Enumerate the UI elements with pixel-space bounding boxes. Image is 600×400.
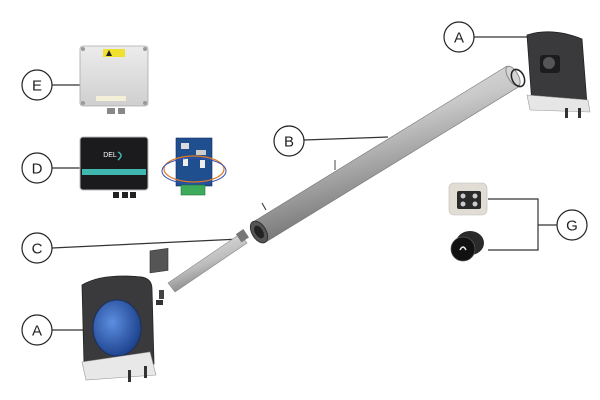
callout-a-top: A xyxy=(443,21,475,53)
warning-icon xyxy=(106,50,112,56)
callout-label: B xyxy=(284,134,294,151)
callout-c: C xyxy=(21,232,53,264)
o-ring xyxy=(510,68,526,88)
junction-box xyxy=(79,45,149,114)
leader-lines xyxy=(51,36,557,331)
leader-c xyxy=(51,238,241,249)
callout-g: G xyxy=(556,209,588,241)
blue-cap xyxy=(92,299,142,357)
callout-label: E xyxy=(32,78,42,95)
callout-label: D xyxy=(32,161,43,178)
leader-g-bracket xyxy=(488,198,539,251)
terminal-block xyxy=(180,184,206,196)
end-bracket-bottom xyxy=(81,275,157,382)
control-box: DEL xyxy=(79,136,149,198)
callout-d: D xyxy=(21,152,53,184)
circuit-board xyxy=(161,137,227,196)
callout-b: B xyxy=(273,125,305,157)
callout-e: E xyxy=(21,69,53,101)
callout-label: C xyxy=(32,241,43,258)
callout-label: A xyxy=(32,323,42,340)
end-bracket-top xyxy=(526,31,591,118)
tubular-motor xyxy=(149,229,249,305)
callout-label: A xyxy=(454,30,464,47)
warning-label xyxy=(103,49,125,57)
callout-label: G xyxy=(566,218,578,235)
teal-band xyxy=(82,169,146,175)
logo: DEL xyxy=(103,152,117,159)
callout-a-bottom: A xyxy=(21,314,53,346)
leader-b xyxy=(303,136,389,141)
wall-switch xyxy=(448,182,488,216)
roller-tube xyxy=(249,65,526,244)
key-switch xyxy=(450,231,484,262)
